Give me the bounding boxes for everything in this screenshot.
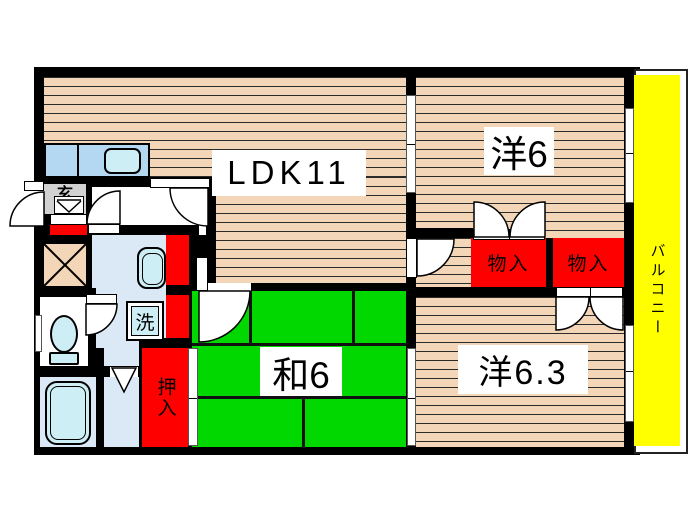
entrance-step-box — [54, 196, 84, 214]
door-leaf — [196, 257, 208, 291]
double-door-panels — [556, 287, 623, 297]
wall-segment — [34, 177, 216, 184]
door-opening — [199, 283, 251, 291]
room-western-6-3-alcove-floor — [416, 238, 471, 287]
storage-2: 物入 — [553, 238, 624, 287]
window-icon — [625, 325, 634, 422]
oshiire-closet: 押入 — [142, 348, 188, 447]
kitchen-counter-divider — [77, 144, 79, 177]
door-leaf — [24, 181, 44, 191]
bathtub-icon — [45, 381, 91, 445]
storage-strip-upper — [166, 235, 189, 285]
door-leaf — [88, 224, 120, 234]
kitchen-sink-icon — [104, 148, 141, 174]
door-leaf — [86, 294, 117, 304]
laundry-label: 洗 — [131, 306, 159, 336]
toilet-bowl-icon — [50, 315, 78, 353]
wash-basin-icon — [137, 247, 166, 289]
balcony — [634, 75, 680, 446]
room-label-western-6-3: 洋6.3 — [458, 345, 588, 394]
wall-segment — [88, 297, 96, 366]
entrance-landing — [50, 214, 87, 225]
window-icon — [406, 95, 416, 193]
wall-segment — [34, 366, 140, 377]
wall-segment — [34, 288, 96, 297]
tatami-line — [352, 291, 355, 345]
tatami-line — [192, 396, 406, 399]
tatami-line — [249, 291, 252, 345]
wall-segment — [206, 177, 216, 258]
room-label-ldk: LDK11 — [212, 150, 366, 196]
wall-segment — [189, 225, 199, 291]
double-door-panels — [473, 229, 545, 240]
wall-segment — [139, 338, 189, 348]
wall-segment — [96, 366, 104, 447]
storage-strip-lower — [166, 295, 189, 338]
wall-segment — [139, 348, 142, 447]
window-icon — [625, 108, 634, 203]
toilet-tank-icon — [49, 352, 79, 365]
bathroom-door-opening — [110, 367, 138, 377]
sliding-door-icon — [188, 348, 198, 446]
laundry-box: 洗 — [126, 301, 164, 341]
window-icon — [35, 315, 42, 352]
wall-segment — [546, 238, 553, 287]
wall-segment — [406, 228, 473, 238]
room-label-japanese-6: 和6 — [260, 347, 342, 396]
shoe-box-strip — [50, 225, 87, 235]
wall-segment — [92, 225, 199, 235]
door-leaf — [406, 238, 417, 278]
wall-segment — [406, 287, 556, 297]
corridor-floor — [104, 348, 139, 447]
wall-segment — [251, 283, 406, 291]
tatami-line — [192, 343, 406, 346]
tatami-line — [302, 396, 305, 447]
wall-segment — [34, 235, 92, 242]
sliding-door-icon — [407, 348, 416, 446]
shoe-cabinet-box — [42, 242, 88, 288]
wall-segment — [192, 283, 199, 291]
door-leaf — [150, 178, 210, 188]
storage-1: 物入 — [471, 238, 546, 287]
room-label-western-6: 洋6 — [484, 127, 554, 175]
balcony-label: バルコニー — [648, 242, 666, 338]
